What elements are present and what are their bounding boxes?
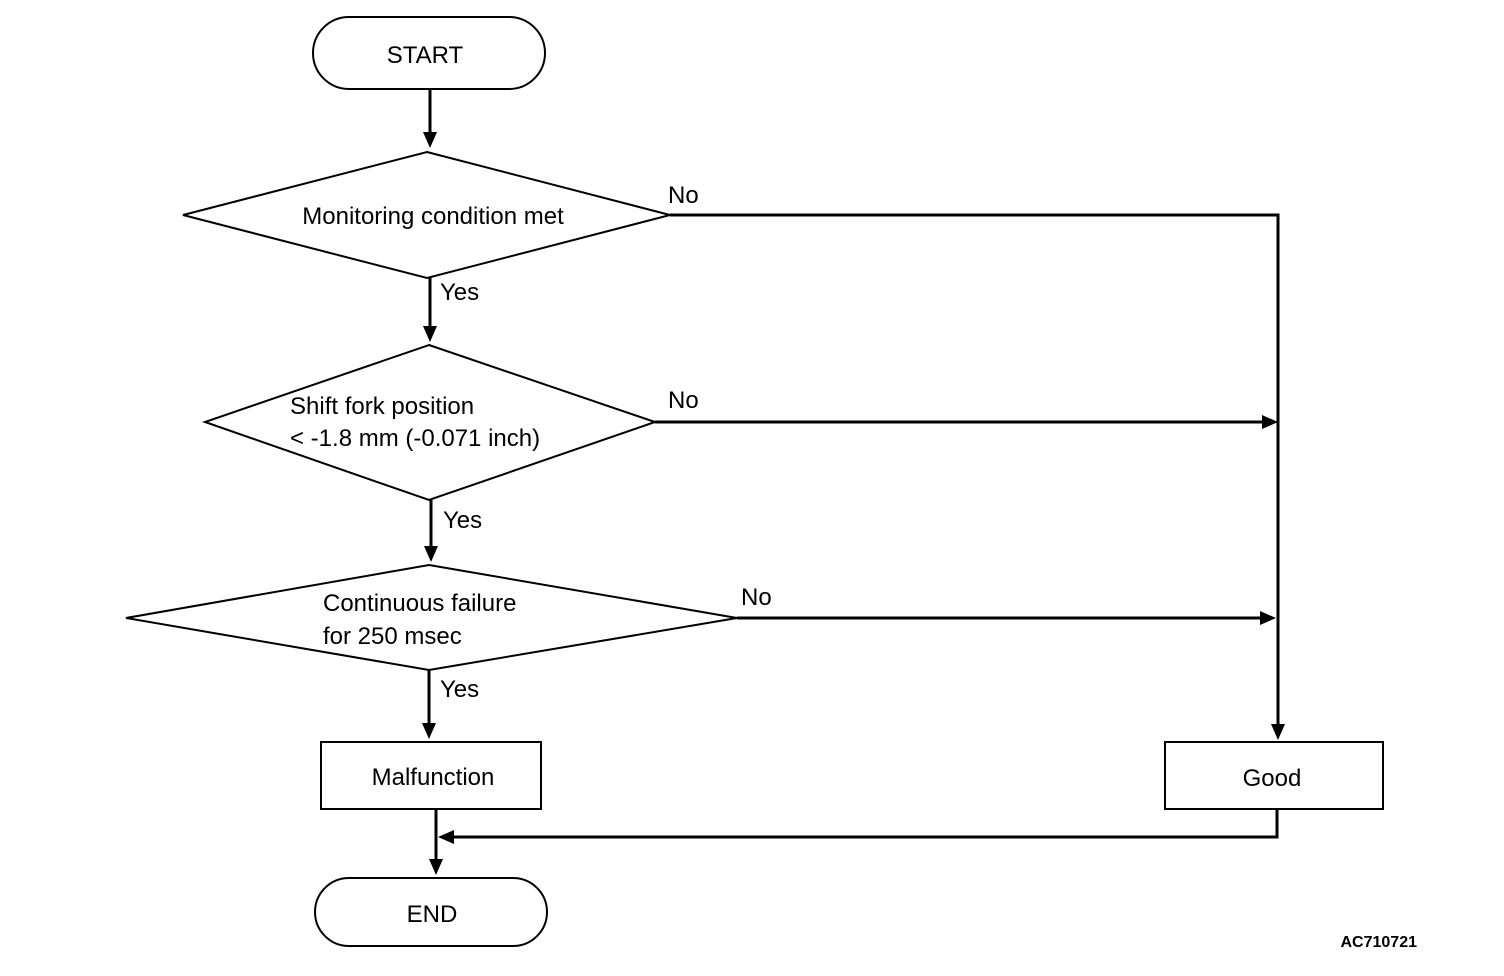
arrowhead [423, 326, 437, 342]
arrowhead [1260, 611, 1276, 625]
decision-shift-fork-position [201, 343, 659, 502]
decision-continuous-failure-label-line2: for 250 msec [323, 623, 462, 650]
edge-label-continuous-yes: Yes [440, 676, 479, 703]
decision-shift-fork-position-label-line2: < -1.8 mm (-0.071 inch) [290, 425, 540, 452]
decision-shift-fork-position-label-line1: Shift fork position [290, 393, 474, 420]
arrowhead [422, 723, 436, 739]
decision-monitoring-condition [182, 150, 674, 280]
edge-label-monitoring-no: No [668, 182, 699, 209]
end-label: END [407, 901, 458, 928]
edge-label-shift-fork-yes: Yes [443, 507, 482, 534]
process-malfunction [320, 741, 542, 810]
arrowhead [423, 132, 437, 148]
end-terminal [314, 877, 548, 947]
decision-monitoring-condition-label: Monitoring condition met [302, 203, 564, 230]
connector-monitoring-no [670, 213, 1280, 726]
arrowhead [1271, 724, 1285, 740]
process-good-label: Good [1243, 765, 1302, 792]
decision-continuous-failure-label-line1: Continuous failure [323, 590, 516, 617]
arrowhead [438, 830, 454, 844]
decision-continuous-failure [125, 563, 738, 672]
process-good [1164, 741, 1384, 810]
arrowhead [429, 859, 443, 875]
figure-id: AC710721 [1341, 934, 1418, 951]
edge-label-continuous-no: No [741, 584, 772, 611]
edge-label-shift-fork-no: No [668, 387, 699, 414]
process-malfunction-label: Malfunction [372, 764, 495, 791]
arrowhead [424, 546, 438, 562]
connector-good-to-end [452, 809, 1279, 839]
start-label: START [387, 42, 464, 69]
edge-label-monitoring-yes: Yes [440, 279, 479, 306]
arrowhead [1262, 415, 1278, 429]
